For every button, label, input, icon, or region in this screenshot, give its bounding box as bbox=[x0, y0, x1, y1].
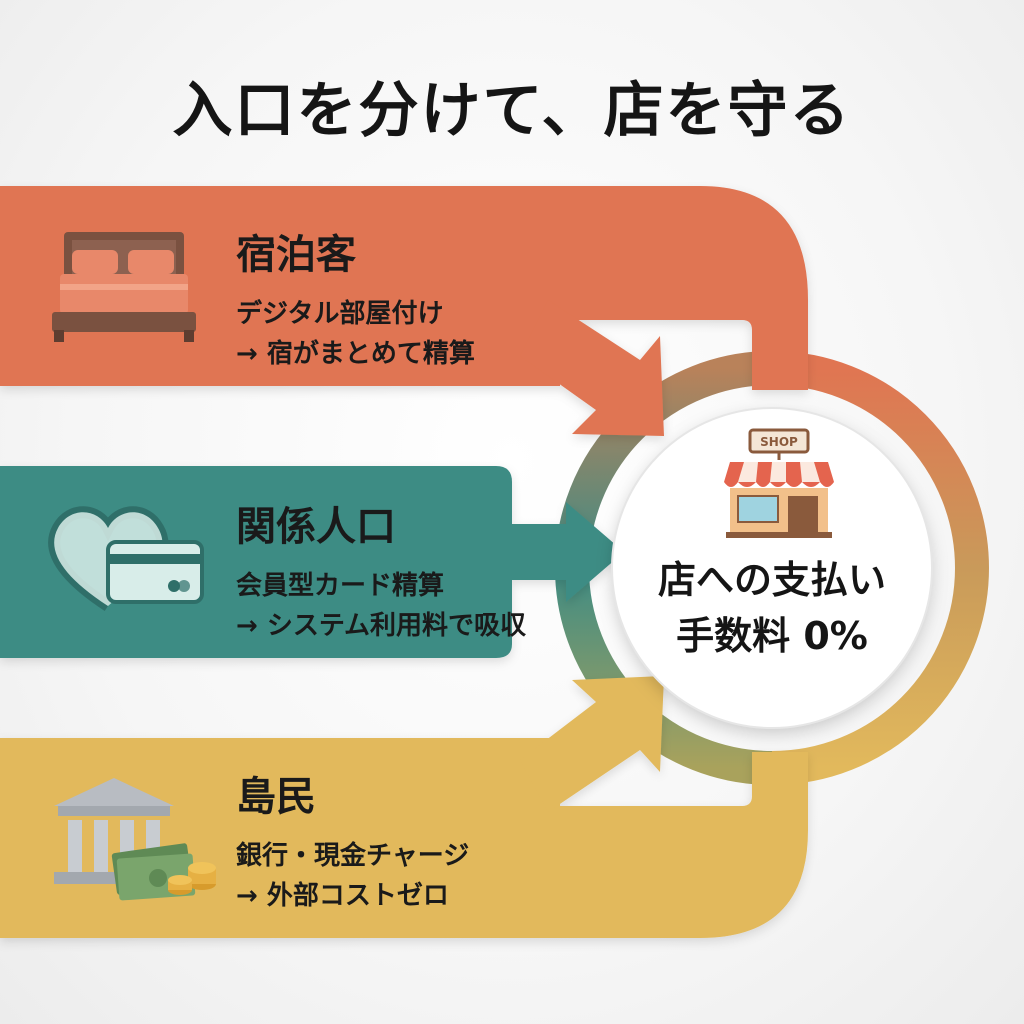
heart-card-icon bbox=[48, 506, 204, 612]
islander-heading: 島民 bbox=[236, 774, 316, 820]
islander-line-1: 銀行・現金チャージ bbox=[236, 841, 470, 871]
shop-sign: SHOP bbox=[760, 435, 798, 449]
community-text: 関係人口 会員型カード精算 → システム利用料で吸収 bbox=[236, 494, 526, 646]
shop-caption-line-2: 手数料 0% bbox=[676, 614, 868, 658]
guest-line-2: → 宿がまとめて精算 bbox=[236, 339, 475, 369]
guest-line-1: デジタル部屋付け bbox=[236, 299, 444, 329]
shop-circle bbox=[612, 408, 932, 728]
community-heading: 関係人口 bbox=[236, 504, 396, 550]
bed-icon bbox=[52, 232, 196, 342]
shop-icon: SHOP bbox=[724, 428, 834, 538]
guest-band bbox=[0, 186, 808, 436]
islander-text: 島民 銀行・現金チャージ → 外部コストゼロ bbox=[236, 764, 469, 916]
bank-cash-icon bbox=[54, 778, 216, 901]
community-line-2: → システム利用料で吸収 bbox=[236, 611, 527, 641]
islander-line-2: → 外部コストゼロ bbox=[236, 881, 449, 911]
shop-caption-line-1: 店への支払い bbox=[657, 558, 886, 602]
guest-text: 宿泊客 デジタル部屋付け → 宿がまとめて精算 bbox=[236, 222, 475, 374]
page-title: 入口を分けて、店を守る bbox=[172, 76, 852, 146]
guest-heading: 宿泊客 bbox=[236, 232, 356, 278]
shop-caption: 店への支払い 手数料 0% bbox=[612, 552, 932, 664]
community-line-1: 会員型カード精算 bbox=[236, 571, 445, 601]
